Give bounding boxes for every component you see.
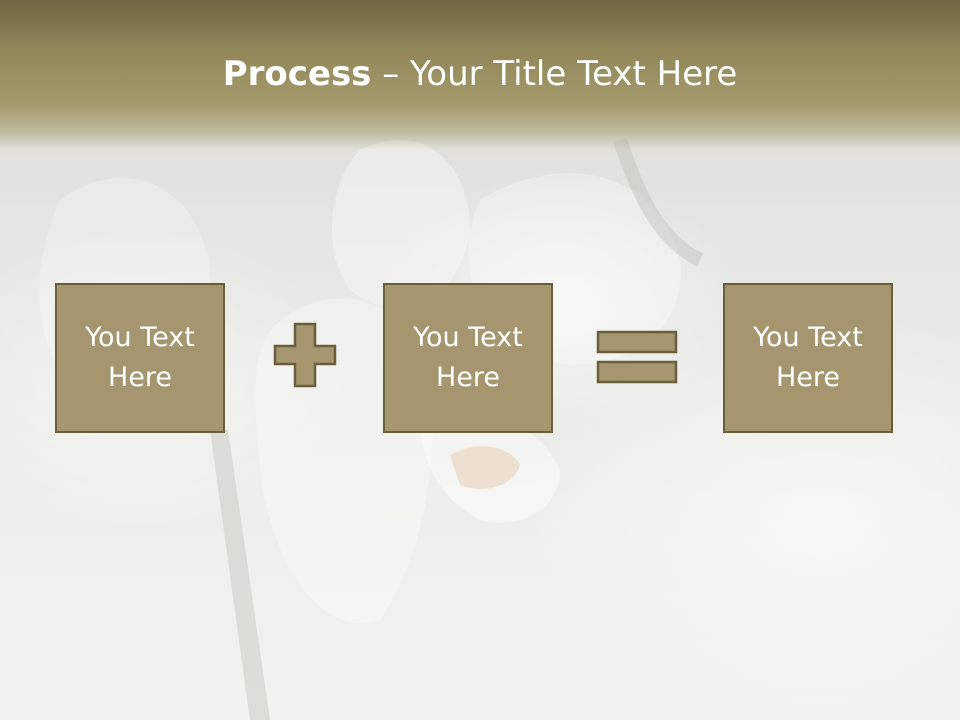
title-bold: Process	[222, 54, 372, 94]
process-box-1-text: You Text Here	[85, 322, 195, 393]
process-box-1[interactable]: You Text Here	[55, 283, 225, 433]
process-box-2[interactable]: You Text Here	[383, 283, 553, 433]
slide-title: Process – Your Title Text Here	[0, 52, 960, 96]
process-box-3[interactable]: You Text Here	[723, 283, 893, 433]
equals-icon	[596, 330, 678, 384]
process-box-2-text: You Text Here	[413, 322, 523, 393]
title-rest: – Your Title Text Here	[371, 54, 738, 94]
plus-icon	[273, 322, 337, 388]
process-box-3-text: You Text Here	[753, 322, 863, 393]
title-bar	[0, 0, 960, 150]
